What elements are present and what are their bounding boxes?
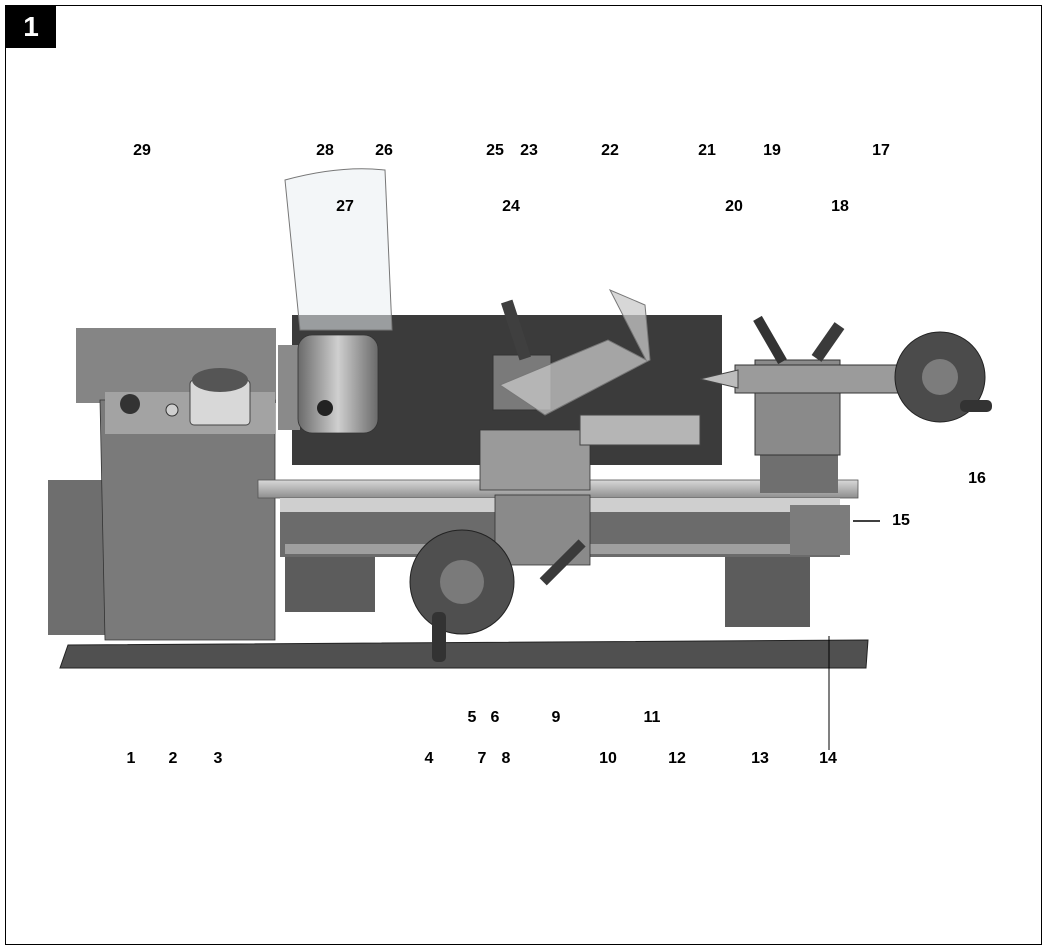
base-tray: [59, 639, 869, 669]
spindle-nose: [278, 345, 300, 430]
label-27: 27: [336, 198, 354, 215]
chuck-key-hole: [317, 400, 333, 416]
feed-lever: [539, 539, 586, 586]
label-24: 24: [502, 198, 520, 215]
label-8: 8: [501, 750, 511, 767]
handwheel-grip: [432, 612, 446, 662]
label-13: 13: [751, 750, 769, 767]
label-1: 1: [126, 750, 136, 767]
label-23: 23: [520, 142, 538, 159]
label-11: 11: [643, 709, 661, 726]
headstock-body: [99, 399, 276, 641]
switch: [165, 403, 179, 417]
bed-foot-left: [285, 557, 375, 612]
label-6: 6: [490, 709, 500, 726]
live-centre: [699, 369, 739, 389]
label-15: 15: [892, 512, 910, 529]
figure-number-badge: 1: [6, 6, 56, 48]
motor-housing: [48, 480, 108, 635]
tailstock-lock-lever: [753, 315, 787, 365]
label-25: 25: [486, 142, 504, 159]
tailstock-base: [760, 455, 838, 493]
label-28: 28: [316, 142, 334, 159]
label-29: 29: [133, 142, 151, 159]
label-26: 26: [375, 142, 393, 159]
label-3: 3: [213, 750, 223, 767]
label-16: 16: [968, 470, 986, 487]
chuck: [297, 334, 379, 434]
label-5: 5: [467, 709, 477, 726]
end-block: [790, 505, 850, 555]
quill-clamp-lever: [811, 322, 845, 362]
bed-foot-right: [725, 557, 810, 627]
emergency-stop-cap: [192, 368, 248, 392]
label-18: 18: [831, 198, 849, 215]
speed-knob: [120, 394, 140, 414]
label-14: 14: [819, 750, 837, 767]
label-20: 20: [725, 198, 743, 215]
label-21: 21: [698, 142, 716, 159]
tailstock-barrel: [734, 364, 901, 394]
figure-frame: [5, 5, 1042, 945]
cross-slide-handle: [579, 414, 701, 446]
label-17: 17: [872, 142, 890, 159]
chuck-guard: [284, 168, 393, 331]
chip-guard: [498, 288, 651, 416]
tool-post-handle: [501, 299, 531, 361]
carriage: [479, 429, 591, 491]
label-10: 10: [599, 750, 617, 767]
label-7: 7: [477, 750, 487, 767]
label-22: 22: [601, 142, 619, 159]
label-2: 2: [168, 750, 178, 767]
tailstock-handwheel-grip: [960, 400, 992, 412]
label-4: 4: [424, 750, 434, 767]
label-19: 19: [763, 142, 781, 159]
label-9: 9: [551, 709, 561, 726]
label-12: 12: [668, 750, 686, 767]
